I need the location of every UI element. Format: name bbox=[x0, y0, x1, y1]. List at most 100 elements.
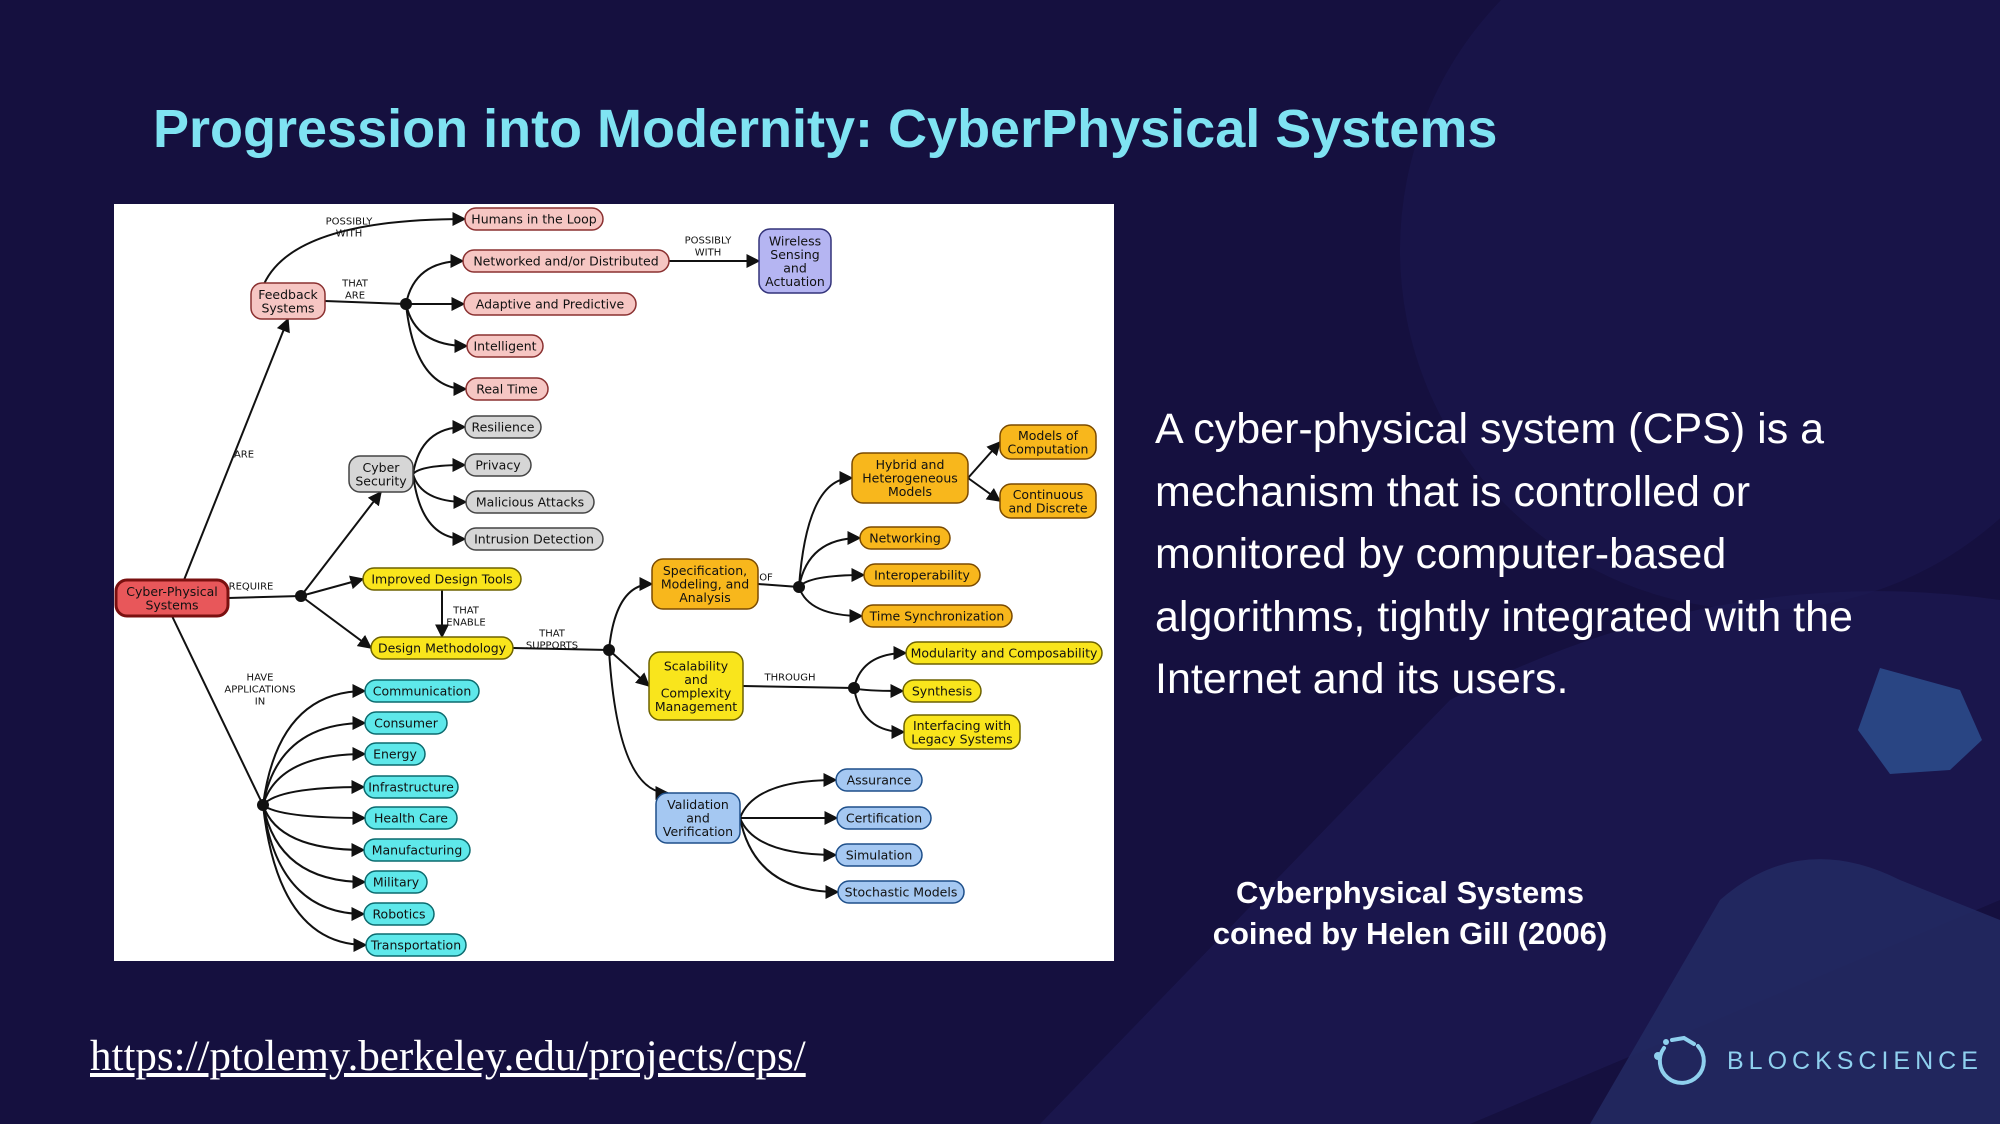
node-adaptive-box bbox=[463, 292, 637, 316]
edge-label-text: THAT bbox=[341, 279, 369, 290]
edge-applications-military bbox=[262, 804, 367, 889]
edge-supports-spec bbox=[608, 577, 654, 651]
edge-applications-communication bbox=[262, 684, 367, 806]
node-healthcare-label: Health Care bbox=[374, 811, 448, 826]
node-scalability-box bbox=[648, 651, 744, 721]
node-tools-label: Improved Design Tools bbox=[371, 572, 512, 587]
node-resilience-label: Resilience bbox=[472, 420, 535, 435]
node-manufacturing: Manufacturing bbox=[363, 838, 471, 862]
node-modularity-box bbox=[905, 641, 1103, 665]
edge-label-text: ARE bbox=[345, 291, 365, 302]
node-military: Military bbox=[364, 870, 428, 894]
node-continuous-label: and Discrete bbox=[1008, 500, 1087, 515]
node-feedback-label: Feedback bbox=[258, 287, 318, 302]
node-certification: Certification bbox=[836, 806, 932, 830]
edge-label-text: THROUGH bbox=[763, 673, 815, 684]
edge-applications-healthcare bbox=[262, 804, 367, 825]
node-hybrid-label: Hybrid and bbox=[876, 457, 945, 472]
node-wireless-box bbox=[758, 228, 832, 294]
node-scalability-label: and bbox=[684, 672, 708, 687]
node-cybersec-box bbox=[348, 455, 414, 493]
edge-cps-feedback bbox=[183, 317, 290, 581]
node-infrastructure-label: Infrastructure bbox=[368, 780, 454, 795]
node-intrusion-box bbox=[464, 527, 604, 551]
node-malicious: Malicious Attacks bbox=[465, 490, 595, 514]
node-methodology-box bbox=[370, 636, 514, 660]
edge-spec-of bbox=[757, 583, 800, 588]
edge-applications-manufacturing bbox=[262, 804, 366, 857]
node-networked: Networked and/or Distributed bbox=[462, 249, 670, 273]
junction-dot bbox=[848, 682, 860, 694]
edge-supports-validation bbox=[608, 649, 670, 800]
node-communication-label: Communication bbox=[373, 684, 472, 699]
caption-line-1: Cyberphysical Systems bbox=[1235, 875, 1585, 910]
node-spec-label: Analysis bbox=[679, 590, 731, 605]
node-cybersec-label: Cyber bbox=[363, 460, 401, 475]
node-synthesis-label: Synthesis bbox=[912, 684, 972, 699]
node-cps-box bbox=[114, 578, 230, 618]
node-legacy-label: Legacy Systems bbox=[911, 731, 1012, 746]
caption-line-2: coined by Helen Gill (2006) bbox=[1212, 916, 1608, 951]
node-resilience-box bbox=[464, 415, 542, 439]
node-modularity-label: Modularity and Composability bbox=[911, 646, 1098, 661]
node-certification-box bbox=[836, 806, 932, 830]
node-assurance: Assurance bbox=[835, 768, 923, 792]
node-tools-box bbox=[362, 567, 522, 591]
node-infrastructure: Infrastructure bbox=[363, 775, 459, 799]
node-wireless-label: Sensing bbox=[770, 247, 819, 262]
junction-dot bbox=[295, 590, 307, 602]
node-validation-label: Verification bbox=[663, 824, 733, 839]
blockscience-logo-icon bbox=[1654, 1035, 1706, 1085]
edge-label-text: WITH bbox=[336, 229, 362, 240]
node-synthesis: Synthesis bbox=[902, 679, 982, 703]
node-continuous-box bbox=[999, 483, 1097, 519]
node-malicious-box bbox=[465, 490, 595, 514]
node-simulation: Simulation bbox=[835, 843, 923, 867]
node-robotics-box bbox=[363, 902, 435, 926]
node-timesync-label: Time Synchronization bbox=[869, 609, 1005, 624]
node-robotics: Robotics bbox=[363, 902, 435, 926]
nodes-layer: Cyber-PhysicalSystemsFeedbackSystemsHuma… bbox=[114, 207, 1103, 957]
node-simulation-box bbox=[835, 843, 923, 867]
source-link[interactable]: https://ptolemy.berkeley.edu/projects/cp… bbox=[90, 1033, 806, 1080]
node-spec-label: Modeling, and bbox=[661, 577, 749, 592]
edge-scalability-through bbox=[742, 685, 855, 689]
edge-label-text: THAT bbox=[452, 606, 480, 617]
node-manufacturing-label: Manufacturing bbox=[372, 843, 463, 858]
node-infrastructure-box bbox=[363, 775, 459, 799]
edge-label-text: APPLICATIONS bbox=[224, 685, 295, 696]
node-validation-label: and bbox=[686, 811, 710, 826]
node-feedback-box bbox=[250, 282, 326, 320]
edge-of-hybrid bbox=[798, 471, 854, 588]
edges-layer bbox=[171, 212, 1002, 952]
node-cybersec-label: Security bbox=[355, 473, 407, 488]
node-hybrid-label: Models bbox=[888, 484, 932, 499]
edge-label-text: IN bbox=[255, 697, 265, 708]
edge-cybersec-resilience bbox=[412, 420, 467, 475]
node-humans-box bbox=[464, 207, 604, 231]
edge-of-timesync bbox=[798, 586, 864, 623]
node-manufacturing-box bbox=[363, 838, 471, 862]
node-robotics-label: Robotics bbox=[372, 907, 425, 922]
node-wireless-label: Actuation bbox=[765, 274, 825, 289]
edge-junction-realtime bbox=[405, 303, 468, 396]
node-stochastic-label: Stochastic Models bbox=[845, 885, 958, 900]
edge-methodology-supports bbox=[512, 647, 610, 651]
edge-junction-intelligent bbox=[405, 303, 469, 353]
node-cps-label: Cyber-Physical bbox=[126, 584, 217, 599]
edge-label-text: HAVE bbox=[247, 673, 274, 684]
node-spec-box bbox=[651, 558, 759, 610]
node-validation-label: Validation bbox=[667, 797, 729, 812]
node-certification-label: Certification bbox=[846, 811, 922, 826]
edge-validation-assurance bbox=[739, 773, 838, 819]
